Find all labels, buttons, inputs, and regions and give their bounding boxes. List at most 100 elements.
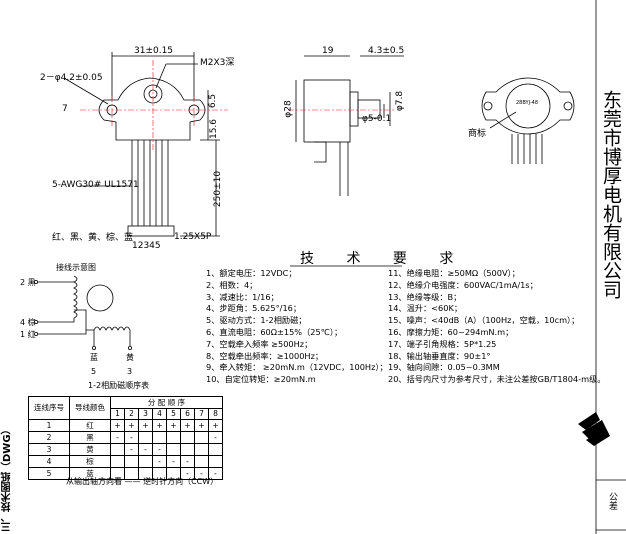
sequence-cell: + <box>138 418 153 432</box>
sequence-cell <box>124 454 139 468</box>
wire-no: 1 <box>28 418 70 432</box>
requirement-item: 2、相数：4； <box>206 279 258 290</box>
tolerance-label: 公差 <box>607 492 617 510</box>
schematic-title: 接线示意图 <box>56 263 96 272</box>
requirement-item: 19、轴向间隙：0.05~0.3MM <box>388 362 500 373</box>
wire-color: 黄 <box>69 442 111 456</box>
dim-phi7-8: φ7.8 <box>395 90 406 112</box>
sequence-cell: + <box>124 418 139 432</box>
dim-width: 31±0.15 <box>134 46 174 56</box>
sequence-cell <box>110 454 125 468</box>
requirement-item: 6、直流电阻：60Ω±15%（25℃）； <box>206 326 343 337</box>
rear-view-outline <box>481 77 575 135</box>
sequence-cell <box>194 442 209 456</box>
requirement-item: 10、自定位转矩：≥20mN.m <box>206 374 316 385</box>
company-logo <box>578 412 610 446</box>
step-header: 5 <box>166 408 181 420</box>
requirement-item: 8、空载牵出频率：≥1000Hz； <box>206 350 324 361</box>
wire-color: 蓝 <box>69 466 111 480</box>
dim-15-6: 15.6 <box>209 118 220 140</box>
requirement-item: 12、绝缘介电强度：600VAC/1mA/1s； <box>388 279 538 290</box>
sequence-cell: + <box>194 418 209 432</box>
dim-side-19: 19 <box>322 46 334 56</box>
sequence-cell <box>194 430 209 444</box>
header-sequence: 分 配 顺 序 <box>110 396 223 409</box>
step-header: 7 <box>194 408 209 420</box>
sequence-cell: - <box>138 442 153 456</box>
motor-symbol <box>86 284 114 312</box>
wire-color: 黑 <box>69 430 111 444</box>
sequence-cell: - <box>124 442 139 456</box>
step-header: 8 <box>208 408 223 420</box>
requirement-item: 9、牵入转矩： ≥20mN.m（12VDC，100Hz）； <box>206 362 388 373</box>
sequence-cell <box>152 430 167 444</box>
rear-hole-left <box>483 101 493 111</box>
sequence-cell: + <box>208 418 223 432</box>
dim-250: 250±10 <box>213 170 224 208</box>
sequence-cell <box>110 442 125 456</box>
sequence-cell <box>138 454 153 468</box>
wire-colors: 红、黑、黄、棕、蓝 <box>52 233 134 243</box>
coil-vertical <box>73 275 78 319</box>
requirement-item: 13、绝缘等级：B； <box>388 291 462 302</box>
pin-5: 5 <box>91 367 97 376</box>
side-view-body <box>303 79 351 143</box>
wire-color: 棕 <box>69 454 111 468</box>
step-header: 3 <box>138 408 153 420</box>
sequence-cell: - <box>208 466 223 480</box>
sequence-cell: + <box>152 418 167 432</box>
wire-no: 4 <box>28 454 70 468</box>
dim-side-4-3: 4.3±0.5 <box>368 46 405 56</box>
sequence-cell <box>166 442 181 456</box>
pitch-spec: 1.25X5P <box>174 232 212 242</box>
motor-model: 28BYJ-48 <box>516 100 539 106</box>
requirement-item: 5、驱动方式：1-2相励磁； <box>206 315 307 326</box>
sequence-cell: + <box>110 418 125 432</box>
sequence-cell <box>208 442 223 456</box>
requirement-item: 3、减速比：1/16； <box>206 291 279 302</box>
pin-3: 3 <box>127 367 133 376</box>
requirement-item: 16、摩擦力矩：60~294mN.m； <box>388 326 514 337</box>
requirement-item: 11、绝缘电阻：≥50MΩ（500V）； <box>388 268 520 278</box>
sequence-cell: - <box>180 454 195 468</box>
sequence-cell: - <box>180 466 195 480</box>
wire-no: 2 <box>28 430 70 444</box>
label-trademark: 商标 <box>468 129 487 139</box>
label-yellow: 黄 <box>126 353 134 362</box>
dim-7: 7 <box>62 104 68 114</box>
pin-2-black: 2 黑 <box>20 278 36 287</box>
sequence-cell: + <box>166 418 181 432</box>
sequence-cell: + <box>180 418 195 432</box>
connector <box>127 225 175 237</box>
requirement-item: 17、端子引角规格：5P*1.25 <box>388 338 497 349</box>
step-header: 6 <box>180 408 195 420</box>
dim-holes: 2－φ4.2±0.05 <box>40 73 103 83</box>
wire-no: 3 <box>28 442 70 456</box>
sequence-cell <box>194 454 209 468</box>
requirements-title: 技 术 要 求 <box>300 251 468 267</box>
dim-6-5: 6.5 <box>208 93 219 109</box>
coil-horizontal <box>93 326 131 331</box>
requirement-item: 1、额定电压：12VDC； <box>206 268 297 278</box>
label-blue: 蓝 <box>90 353 98 362</box>
sequence-cell: - <box>110 430 125 444</box>
sequence-cell: - <box>208 430 223 444</box>
sequence-cell <box>166 430 181 444</box>
rear-hole-right <box>563 101 573 111</box>
sequence-cell: - <box>166 454 181 468</box>
header-color: 导线颜色 <box>69 396 111 420</box>
wire-bundle <box>131 140 169 226</box>
header-wire-no: 连线序号 <box>28 396 70 420</box>
sequence-cell <box>138 430 153 444</box>
pin-4-brown: 4 棕 <box>20 318 36 327</box>
requirement-item: 15、噪声：<40dB（A）（100Hz，空载，10cm）； <box>388 315 580 326</box>
requirement-item: 20、括号内尺寸为参考尺寸，未注公差按GB/T1804-m级。 <box>388 374 606 385</box>
wire-spec: 5-AWG30# UL1571 <box>52 180 139 190</box>
step-header: 2 <box>124 408 139 420</box>
sequence-cell: - <box>152 442 167 456</box>
